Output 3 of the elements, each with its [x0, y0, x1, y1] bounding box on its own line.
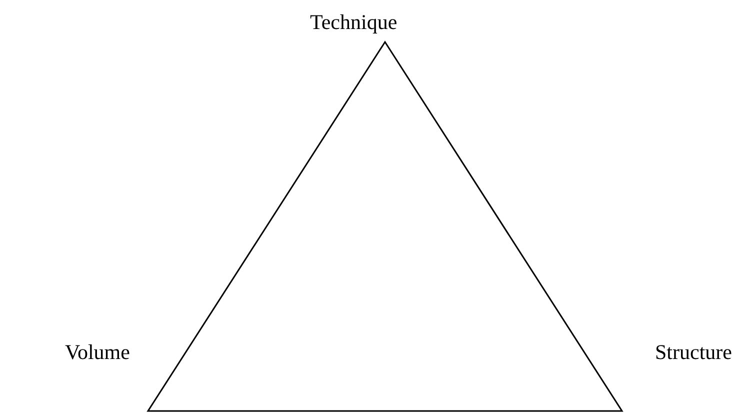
vertex-label: Structure — [655, 342, 732, 363]
vertex-label: Volume — [65, 342, 130, 363]
vertex-label: Technique — [310, 12, 398, 33]
